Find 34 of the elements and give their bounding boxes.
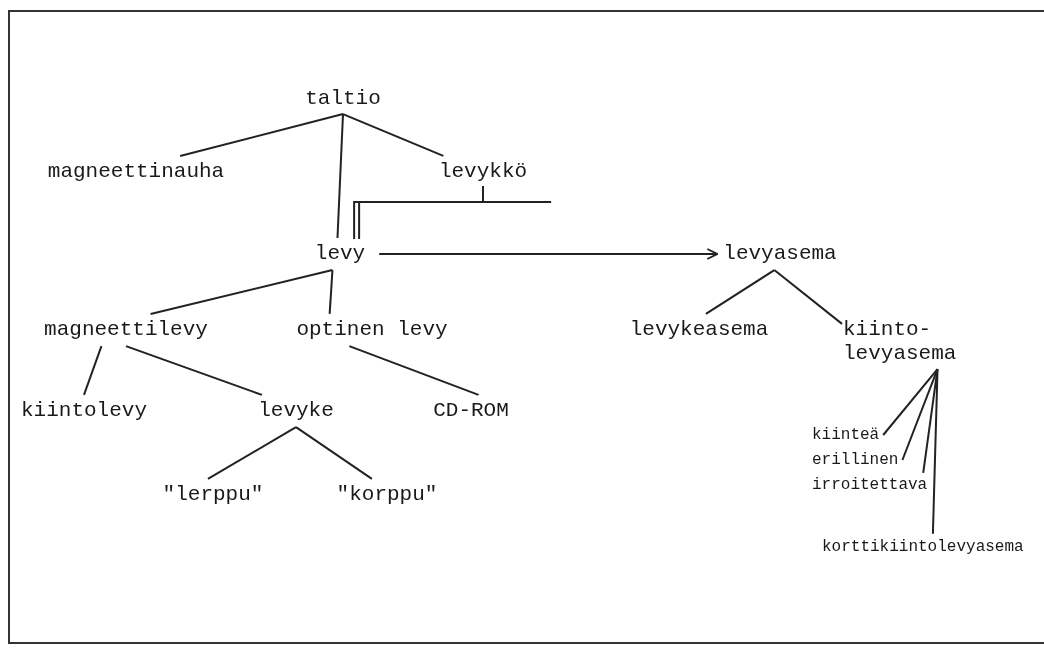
term-label: magneettinauha: [47, 159, 225, 185]
term-label: korttikiintolevyasema: [822, 537, 1024, 557]
term-label: irroitettava: [812, 475, 928, 495]
term-label: "lerppu": [162, 482, 264, 508]
connector-line: [328, 269, 334, 315]
connector-line: [295, 426, 373, 480]
connector-line: [83, 345, 103, 396]
term-label: kiinteä: [812, 425, 880, 445]
term-label: levyasema: [723, 241, 837, 267]
term-label: optinen levy: [296, 317, 448, 343]
term-label: levykkö: [438, 159, 528, 185]
term-label: kiinto- levyasema: [843, 317, 969, 367]
connector-line: [336, 113, 344, 239]
connector-line: [179, 113, 344, 157]
arrow: [378, 248, 719, 260]
connector-line: [125, 345, 263, 396]
term-label: taltio: [305, 86, 381, 112]
term-label: erillinen: [812, 450, 899, 470]
term-label: "korppu": [336, 482, 438, 508]
connector-line: [353, 185, 553, 240]
term-label: levy: [314, 241, 366, 267]
connector-line: [348, 345, 480, 396]
term-label: CD-ROM: [433, 398, 509, 424]
connector-line: [882, 368, 939, 436]
connector-line: [773, 269, 843, 325]
connector-line: [704, 269, 776, 315]
term-label: magneettilevy: [44, 317, 208, 343]
term-label: levykeasema: [629, 317, 769, 343]
term-label: kiintolevy: [21, 398, 147, 424]
term-label: levyke: [258, 398, 334, 424]
connector-line: [931, 368, 939, 535]
connector-line: [149, 269, 334, 315]
connector-line: [206, 426, 297, 480]
connector-line: [342, 113, 445, 157]
